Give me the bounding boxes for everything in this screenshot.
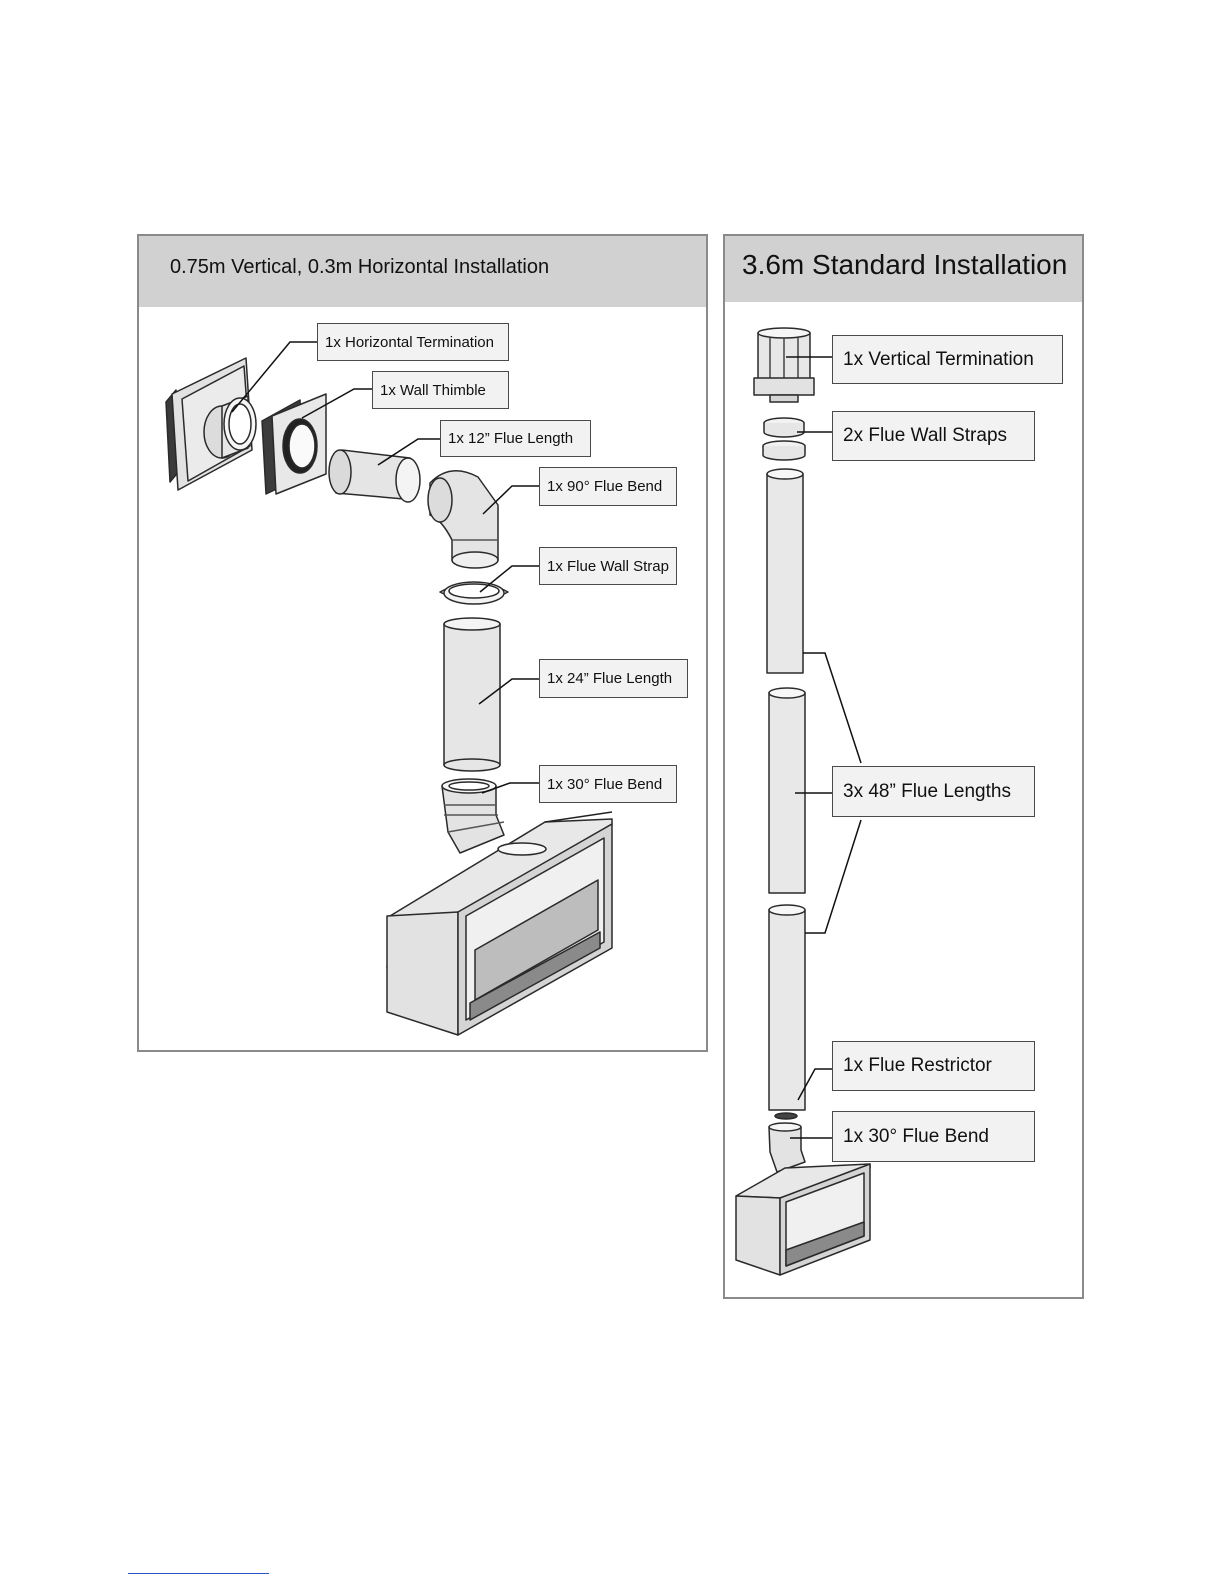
horizontal-termination-illustration [165,357,257,491]
footnote-separator [128,1573,269,1574]
label-flue-wall-strap: 1x Flue Wall Strap [539,547,677,585]
leader-lines [231,341,862,1139]
fireplace-illustration [386,811,613,1036]
panel-header: 3.6m Standard Installation [725,236,1082,302]
flue-length-24-illustration [443,617,501,772]
label-vertical-termination: 1x Vertical Termination [832,335,1063,384]
panel-title: 0.75m Vertical, 0.3m Horizontal Installa… [170,256,550,278]
flue-restrictor-illustration [774,1112,798,1120]
label-flue-length-24: 1x 24” Flue Length [539,659,688,698]
label-flue-bend-30: 1x 30° Flue Bend [539,765,677,803]
panel-header: 0.75m Vertical, 0.3m Horizontal Installa… [139,236,706,307]
flue-bend-90-illustration [427,470,499,569]
label-flue-length-12: 1x 12” Flue Length [440,420,591,457]
flue-length-12-illustration [328,449,421,503]
panel-title: 3.6m Standard Installation [742,249,1068,280]
label-flue-wall-straps: 2x Flue Wall Straps [832,411,1035,461]
flue-wall-straps-illustration [762,417,806,461]
label-flue-bend-30-right: 1x 30° Flue Bend [832,1111,1035,1162]
label-wall-thimble: 1x Wall Thimble [372,371,509,409]
flue-bend-30-right-illustration [768,1122,806,1173]
flue-bend-30-illustration [441,778,505,854]
flue-wall-strap-illustration [439,581,509,605]
fireplace-small-illustration [735,1163,871,1276]
label-flue-restrictor: 1x Flue Restrictor [832,1041,1035,1091]
vertical-termination-illustration [753,327,815,403]
flue-lengths-48-illustration [766,468,806,1111]
label-flue-bend-90: 1x 90° Flue Bend [539,467,677,506]
label-flue-lengths-48: 3x 48” Flue Lengths [832,766,1035,817]
label-horizontal-termination: 1x Horizontal Termination [317,323,509,361]
wall-thimble-illustration [261,393,327,495]
